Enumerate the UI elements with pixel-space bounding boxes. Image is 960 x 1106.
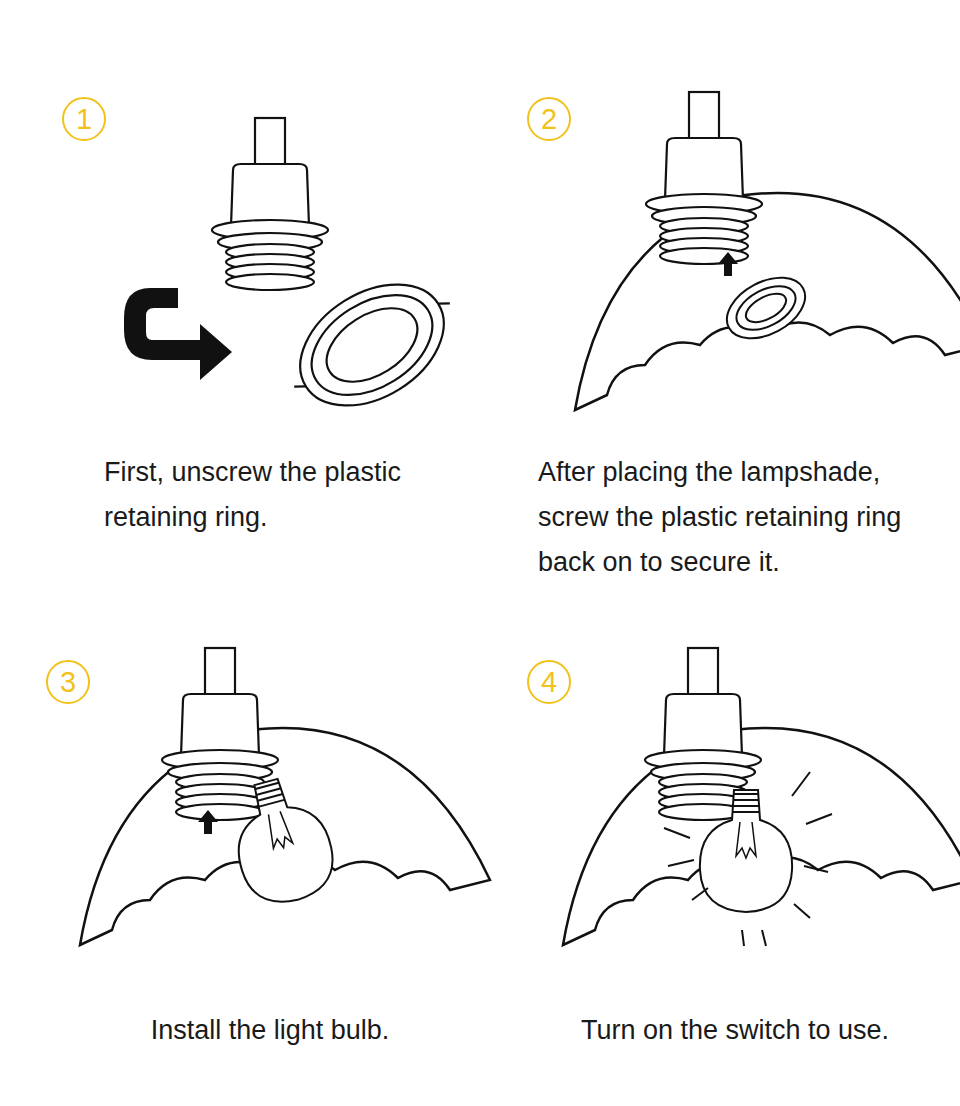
step-number: 1 xyxy=(62,97,106,141)
step-caption: Turn on the switch to use. xyxy=(520,1008,950,1053)
step-number: 3 xyxy=(46,660,90,704)
step-caption: After placing the lampshade, screw the p… xyxy=(538,450,950,585)
step-caption: Install the light bulb. xyxy=(60,1008,480,1053)
step-caption: First, unscrew the plastic retaining rin… xyxy=(104,450,494,540)
step-number: 2 xyxy=(527,97,571,141)
step-number: 4 xyxy=(527,660,571,704)
step-number-text: 3 xyxy=(60,666,76,699)
step-number-text: 1 xyxy=(76,103,92,136)
step-number-text: 2 xyxy=(541,103,557,136)
step-number-text: 4 xyxy=(541,666,557,699)
